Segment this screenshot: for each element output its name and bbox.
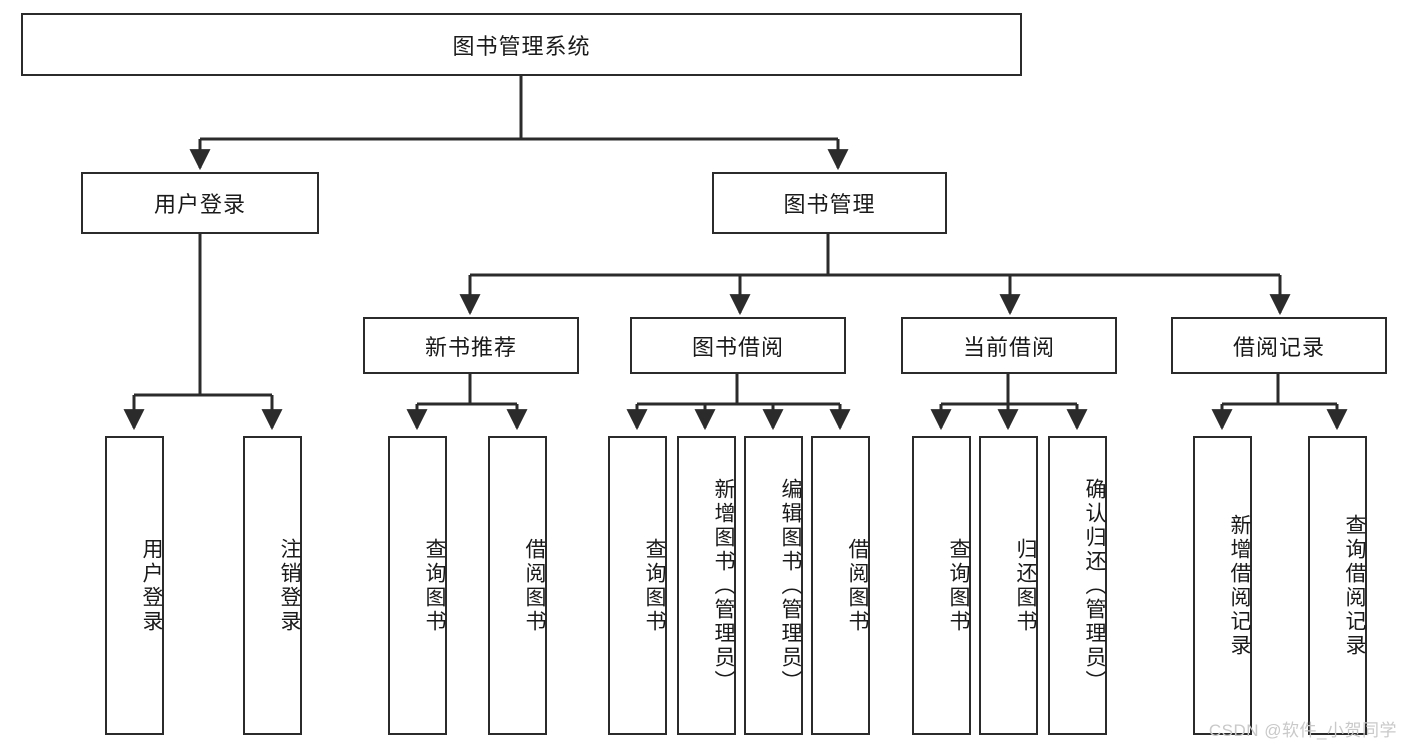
node-leaf-confirm-return[interactable]: 确认归还（管理员） — [1048, 436, 1107, 735]
node-leaf-query-book-2-label: 查询图书 — [643, 537, 666, 634]
node-leaf-query-book-3[interactable]: 查询图书 — [912, 436, 971, 735]
node-user-login[interactable]: 用户登录 — [81, 172, 319, 234]
node-leaf-query-record[interactable]: 查询借阅记录 — [1308, 436, 1367, 735]
node-leaf-edit-book-label: 编辑图书（管理员） — [779, 477, 802, 694]
node-book-borrow[interactable]: 图书借阅 — [630, 317, 846, 374]
node-leaf-add-book-label: 新增图书（管理员） — [712, 477, 735, 694]
node-leaf-borrow-book-2-label: 借阅图书 — [846, 537, 869, 634]
node-current-borrow[interactable]: 当前借阅 — [901, 317, 1117, 374]
node-root[interactable]: 图书管理系统 — [21, 13, 1022, 76]
node-borrow-record[interactable]: 借阅记录 — [1171, 317, 1387, 374]
node-current-borrow-label: 当前借阅 — [962, 334, 1055, 360]
node-new-book-rec[interactable]: 新书推荐 — [363, 317, 579, 374]
node-leaf-user-login[interactable]: 用户登录 — [105, 436, 164, 735]
node-leaf-return-book[interactable]: 归还图书 — [979, 436, 1038, 735]
node-root-label: 图书管理系统 — [452, 33, 591, 59]
node-leaf-add-record[interactable]: 新增借阅记录 — [1193, 436, 1252, 735]
csdn-watermark: CSDN @软件_小贺同学 — [1208, 721, 1397, 740]
node-leaf-add-book[interactable]: 新增图书（管理员） — [677, 436, 736, 735]
node-leaf-query-record-label: 查询借阅记录 — [1343, 513, 1366, 658]
node-leaf-borrow-book-2[interactable]: 借阅图书 — [811, 436, 870, 735]
node-leaf-confirm-return-label: 确认归还（管理员） — [1083, 477, 1106, 694]
node-leaf-borrow-book-1[interactable]: 借阅图书 — [488, 436, 547, 735]
node-leaf-query-book-1-label: 查询图书 — [423, 537, 446, 634]
node-leaf-logout-label: 注销登录 — [278, 537, 301, 634]
node-borrow-record-label: 借阅记录 — [1232, 334, 1325, 360]
node-book-manage-label: 图书管理 — [783, 192, 876, 217]
node-leaf-add-record-label: 新增借阅记录 — [1228, 513, 1251, 658]
node-book-manage[interactable]: 图书管理 — [712, 172, 947, 234]
node-leaf-query-book-1[interactable]: 查询图书 — [388, 436, 447, 735]
node-leaf-logout[interactable]: 注销登录 — [243, 436, 302, 735]
node-leaf-query-book-2[interactable]: 查询图书 — [608, 436, 667, 735]
node-leaf-user-login-label: 用户登录 — [140, 537, 163, 634]
node-user-login-label: 用户登录 — [153, 192, 246, 217]
node-book-borrow-label: 图书借阅 — [691, 334, 784, 360]
node-leaf-edit-book[interactable]: 编辑图书（管理员） — [744, 436, 803, 735]
node-leaf-borrow-book-1-label: 借阅图书 — [523, 537, 546, 634]
node-leaf-return-book-label: 归还图书 — [1014, 537, 1037, 634]
node-leaf-query-book-3-label: 查询图书 — [947, 537, 970, 634]
node-new-book-rec-label: 新书推荐 — [424, 334, 517, 360]
